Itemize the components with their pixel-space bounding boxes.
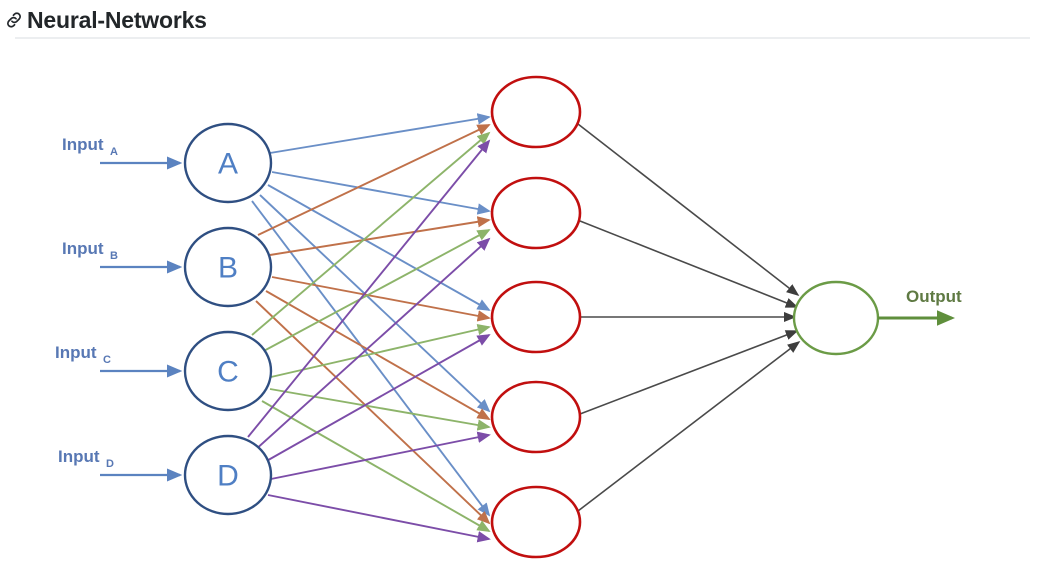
output-node[interactable] [792, 280, 880, 356]
edge-h5-o [577, 341, 801, 512]
output-layer: Output [792, 280, 962, 356]
input-label-b: Input [62, 239, 104, 258]
input-labels: Input A Input B Input C Input D [55, 135, 118, 470]
edge-h2-o [579, 220, 799, 308]
output-label: Output [906, 287, 962, 306]
input-node-c-shape[interactable] [183, 330, 273, 412]
edge-d-h4 [270, 431, 491, 480]
hidden-node-2[interactable] [490, 176, 582, 250]
input-node-c[interactable]: C [183, 330, 273, 412]
input-node-d[interactable]: D [183, 434, 273, 516]
edge-b-h4 [265, 290, 491, 420]
input-label-d: Input [58, 447, 100, 466]
edge-b-h1 [257, 124, 491, 236]
edge-c-h1 [251, 131, 491, 336]
input-node-d-shape[interactable] [183, 434, 273, 516]
input-node-a[interactable]: A [183, 122, 273, 204]
edges-from-c [251, 131, 491, 532]
input-label-a-subscript: A [110, 146, 118, 158]
edge-b-h2 [269, 216, 491, 256]
edge-a-h5 [251, 200, 491, 517]
edge-c-h3 [270, 323, 491, 378]
page-header: Neural-Networks [0, 0, 1041, 39]
edge-a-h1 [269, 113, 491, 154]
input-node-a-letter: A [218, 148, 238, 181]
hidden-layer [490, 75, 582, 559]
edge-c-h4 [269, 388, 491, 431]
edge-b-h5 [255, 300, 491, 525]
neural-network-diagram: A B C D Input A Input [55, 75, 962, 559]
link-icon[interactable] [4, 10, 24, 30]
edge-c-h2 [259, 229, 491, 354]
hidden-node-3[interactable] [490, 280, 582, 354]
edge-d-h2 [253, 237, 491, 452]
input-label-c: Input [55, 343, 97, 362]
input-label-b-subscript: B [110, 250, 118, 262]
header-divider [15, 37, 1030, 39]
edge-h1-o [577, 123, 800, 296]
edge-b-h3 [271, 276, 491, 322]
edges-from-d [247, 139, 491, 543]
hidden-node-1[interactable] [490, 75, 582, 149]
input-node-b[interactable]: B [183, 226, 273, 308]
input-node-b-shape[interactable] [183, 226, 273, 308]
edge-a-h3 [267, 184, 491, 311]
edge-c-h5 [261, 400, 491, 532]
hidden-node-5[interactable] [490, 485, 582, 559]
input-node-d-letter: D [217, 460, 239, 493]
edges-from-b [255, 124, 491, 525]
input-label-c-subscript: C [103, 354, 111, 366]
edges-hidden-to-output [577, 123, 801, 512]
edges-from-a [251, 113, 491, 517]
edge-d-h1 [247, 139, 491, 438]
diagram-container: A B C D Input A Input [0, 39, 1041, 582]
hidden-node-4[interactable] [490, 380, 582, 454]
edge-h4-o [579, 330, 799, 415]
input-label-d-subscript: D [106, 458, 114, 470]
page-title: Neural-Networks [27, 6, 207, 33]
edge-a-h2 [271, 171, 491, 215]
input-node-b-letter: B [218, 252, 238, 285]
input-node-c-letter: C [217, 356, 239, 389]
edge-d-h3 [262, 334, 491, 464]
input-arrows-group [100, 156, 183, 482]
edge-a-h4 [259, 194, 491, 413]
input-node-a-shape[interactable] [183, 122, 273, 204]
input-label-a: Input [62, 135, 104, 154]
edge-d-h5 [267, 494, 491, 543]
input-layer: A B C D [183, 122, 273, 516]
